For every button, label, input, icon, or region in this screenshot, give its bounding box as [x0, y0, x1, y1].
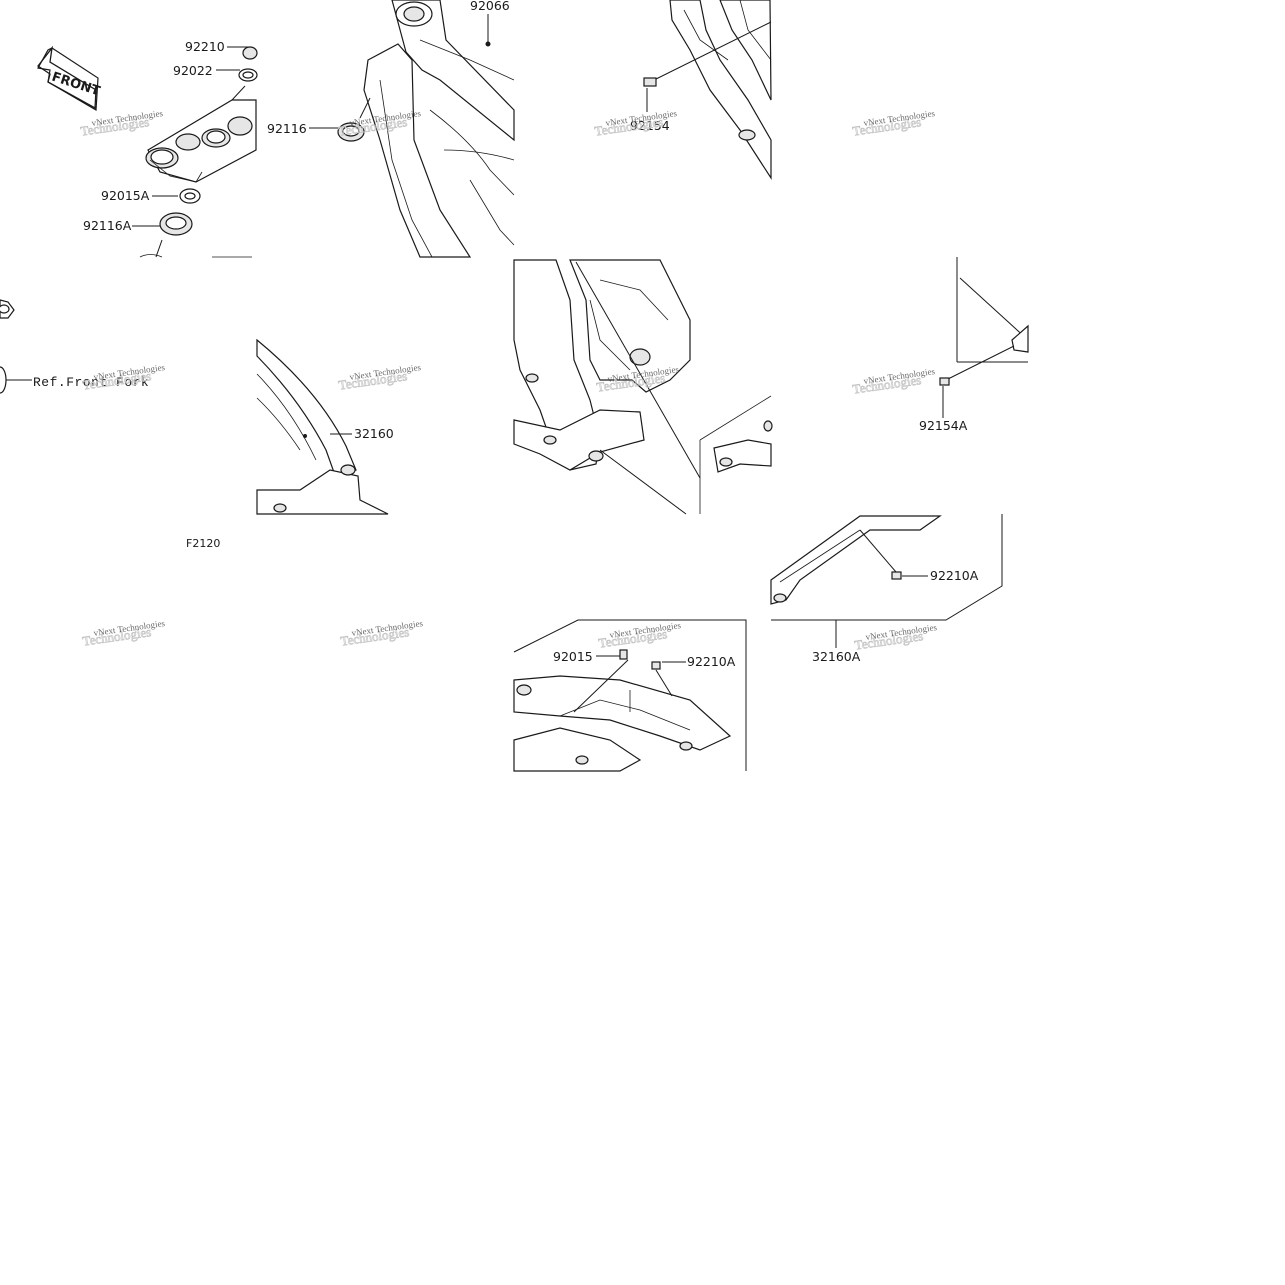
label-92015: 92015	[553, 649, 593, 664]
tile-rear-bracket: 92154A	[919, 257, 1029, 433]
front-arrow-icon: FRONT	[37, 45, 102, 112]
tile-frame-rail: 92154	[630, 0, 772, 181]
tile-down-tube: 32160	[256, 338, 394, 515]
bolt-92066	[485, 41, 491, 47]
tile-rear-frame: 92210A 32160A	[770, 514, 1003, 664]
tile-main-frame	[513, 259, 773, 515]
bolt-92210A-top	[891, 571, 902, 580]
label-92154A: 92154A	[919, 418, 968, 433]
figure-code: F2120	[186, 537, 220, 550]
tile-subframe-bottom: 92015 92210A	[513, 619, 747, 772]
tile-frame-head: 92066 92116	[267, 0, 515, 258]
bolt-92210A-bottom	[651, 661, 661, 670]
label-92066: 92066	[470, 0, 510, 13]
label-92210: 92210	[185, 39, 225, 54]
label-92210A-bottom: 92210A	[687, 654, 736, 669]
bolt-92015	[619, 649, 628, 660]
bolt-92154A	[939, 377, 950, 386]
label-32160A: 32160A	[812, 649, 861, 664]
label-92015A: 92015A	[101, 188, 150, 203]
label-92116: 92116	[267, 121, 307, 136]
stem-bracket-drawing	[145, 99, 257, 183]
tile-steering-stem: FRONT 92210 92022	[37, 39, 258, 258]
label-ref-front-fork: Ref.Front Fork	[33, 375, 149, 390]
label-92210A-top: 92210A	[930, 568, 979, 583]
label-92154: 92154	[630, 118, 670, 133]
washer-92210	[242, 46, 258, 60]
label-92116A: 92116A	[83, 218, 132, 233]
label-32160: 32160	[354, 426, 394, 441]
label-92022: 92022	[173, 63, 213, 78]
bolt-92154	[643, 77, 657, 87]
tile-fork-ref: Ref.Front Fork	[0, 299, 149, 394]
